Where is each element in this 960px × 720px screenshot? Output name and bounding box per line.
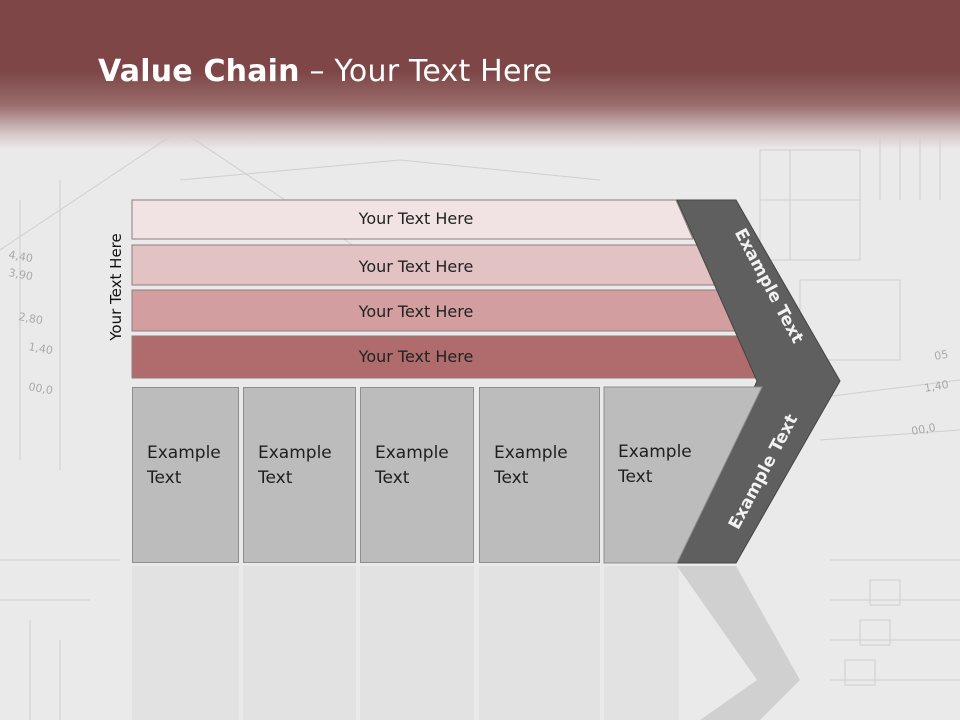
svg-text:00,0: 00,0 xyxy=(910,421,936,438)
title-banner xyxy=(0,0,960,150)
svg-text:1,40: 1,40 xyxy=(923,378,949,395)
svg-text:2,80: 2,80 xyxy=(17,310,43,327)
slide-title: Value Chain – Your Text Here xyxy=(98,54,552,89)
svg-text:3,90: 3,90 xyxy=(7,266,33,283)
last-box-arrow-edge xyxy=(603,386,763,564)
support-bar-3-label: Your Text Here xyxy=(358,302,474,321)
svg-text:1,40: 1,40 xyxy=(27,340,53,357)
chevron-reflection xyxy=(677,566,800,720)
svg-text:00,0: 00,0 xyxy=(27,380,53,397)
support-bar-1-label: Your Text Here xyxy=(358,209,474,228)
boxes-reflection xyxy=(132,566,752,720)
support-bar-1[interactable] xyxy=(131,199,694,240)
svg-text:05: 05 xyxy=(933,348,949,363)
slide-title-bold: Value Chain xyxy=(98,54,300,89)
svg-text:4,40: 4,40 xyxy=(7,248,33,265)
support-bar-2-label: Your Text Here xyxy=(358,257,474,276)
support-bar-4-label: Your Text Here xyxy=(358,347,474,366)
slide-title-rest: – Your Text Here xyxy=(299,54,553,89)
